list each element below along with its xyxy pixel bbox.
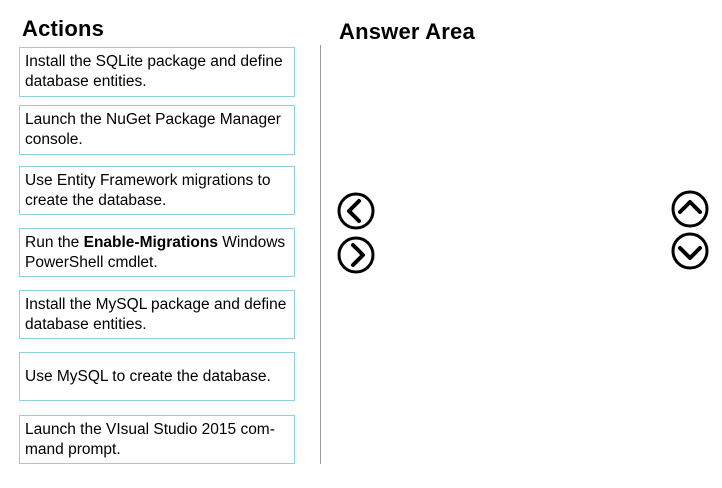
- actions-heading: Actions: [22, 16, 105, 41]
- answer-area-heading: Answer Area: [339, 19, 475, 44]
- action-label-bold: Enable-Migrations: [83, 233, 218, 251]
- column-divider: [320, 45, 321, 464]
- action-label: Launch the NuGet Package Manager console…: [25, 111, 281, 148]
- action-install-mysql[interactable]: Install the MySQL package and define dat…: [19, 290, 295, 339]
- chevron-down-circle-icon: [671, 232, 709, 270]
- action-install-sqlite[interactable]: Install the SQLite package and define da…: [19, 47, 295, 97]
- chevron-left-circle-icon: [337, 192, 375, 230]
- action-enable-migrations[interactable]: Run the Enable-Migrations Windows PowerS…: [19, 228, 295, 277]
- action-label: Use MySQL to create the database.: [25, 367, 271, 385]
- action-label-post: Windows PowerShell cmdlet.: [25, 233, 286, 271]
- action-launch-nuget-console[interactable]: Launch the NuGet Package Manager console…: [19, 105, 295, 155]
- move-down-button[interactable]: [670, 231, 710, 271]
- action-label: Install the MySQL package and define dat…: [25, 295, 287, 333]
- move-left-button[interactable]: [336, 191, 376, 231]
- chevron-up-circle-icon: [671, 190, 709, 228]
- action-label: Run the Enable-Migrations Windows PowerS…: [25, 233, 289, 273]
- action-label-pre: Run the: [25, 233, 84, 251]
- move-right-button[interactable]: [336, 235, 376, 275]
- chevron-right-circle-icon: [337, 236, 375, 274]
- action-label: Install the SQLite package and define da…: [25, 53, 283, 90]
- action-ef-migrations[interactable]: Use Entity Framework migrations to creat…: [19, 166, 295, 215]
- move-up-button[interactable]: [670, 189, 710, 229]
- action-use-mysql[interactable]: Use MySQL to create the database.: [19, 352, 295, 401]
- action-label: Launch the VIsual Studio 2015 com-mand p…: [25, 420, 275, 458]
- action-launch-vs-command-prompt[interactable]: Launch the VIsual Studio 2015 com-mand p…: [19, 415, 295, 464]
- action-label: Use Entity Framework migrations to creat…: [25, 171, 271, 209]
